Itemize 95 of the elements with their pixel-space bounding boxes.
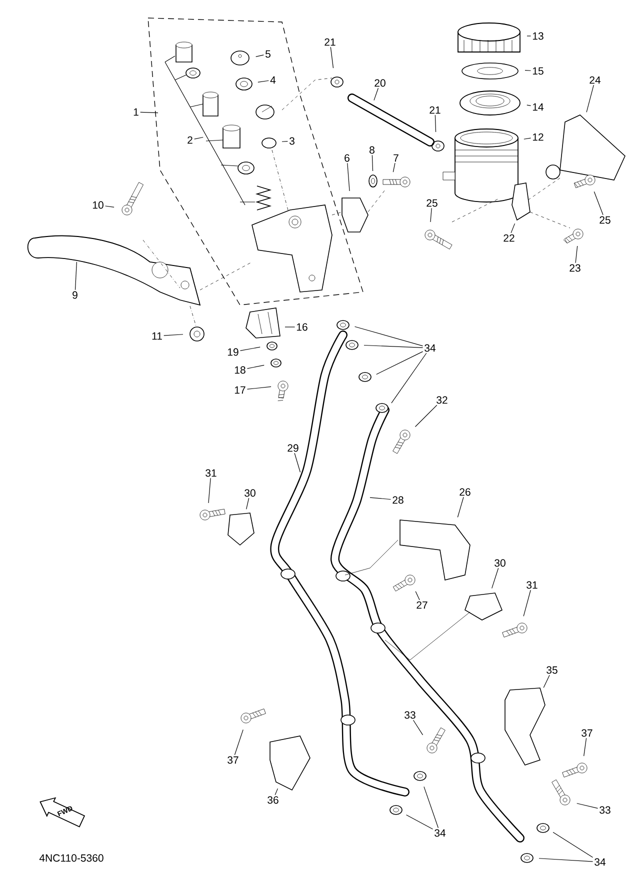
callout-number: 15 <box>532 67 544 75</box>
callout-number: 35 <box>546 666 558 674</box>
leader-line <box>282 140 288 142</box>
leader-line <box>256 54 264 57</box>
leader-line <box>376 351 424 375</box>
callout-number: 10 <box>92 201 104 209</box>
callout-number: 20 <box>374 79 386 87</box>
leader-line <box>586 84 594 112</box>
callout-number: 9 <box>72 291 78 299</box>
callout-number: 33 <box>404 711 416 719</box>
leader-line <box>412 720 424 736</box>
leader-line <box>294 452 301 473</box>
leader-line <box>104 206 114 208</box>
leader-line <box>240 346 260 351</box>
callout-number: 26 <box>460 488 470 496</box>
leader-line <box>370 497 392 500</box>
callout-number: 37 <box>582 729 592 737</box>
leader-line <box>374 88 379 101</box>
callout-number: 31 <box>206 469 216 477</box>
leader-line <box>330 46 334 68</box>
callout-number: 1 <box>134 108 138 116</box>
leader-line <box>194 136 204 140</box>
leader-line <box>510 223 516 234</box>
leader-line <box>246 364 264 369</box>
leader-line <box>392 162 396 172</box>
callout-number: 34 <box>424 344 436 352</box>
callout-number: 30 <box>244 489 256 497</box>
leader-line <box>354 326 424 346</box>
callout-number: 34 <box>434 829 446 837</box>
callout-number: 34 <box>594 858 606 866</box>
callout-number: 4 <box>270 76 276 84</box>
leader-line <box>524 138 532 140</box>
leader-line <box>526 104 532 106</box>
callout-number: 37 <box>228 756 238 764</box>
callout-number: 13 <box>532 32 544 40</box>
leader-line <box>524 70 532 71</box>
callout-number: 31 <box>526 581 538 589</box>
leader-line <box>347 162 350 192</box>
callout-number: 18 <box>234 366 246 374</box>
leader-line <box>538 858 594 862</box>
leader-line <box>584 738 587 756</box>
callout-number: 25 <box>600 216 610 224</box>
callout-number: 17 <box>234 386 246 394</box>
leader-line <box>457 496 464 518</box>
leader-line <box>164 334 184 336</box>
leader-line <box>208 478 211 504</box>
leader-line <box>543 674 550 688</box>
callout-number: 32 <box>436 396 448 404</box>
callout-number: 2 <box>188 136 192 144</box>
leader-line <box>576 803 598 809</box>
callout-number: 36 <box>268 796 278 804</box>
leader-line <box>274 788 278 796</box>
callout-number: 5 <box>266 50 270 58</box>
callout-number: 33 <box>600 806 610 814</box>
callout-number: 12 <box>532 133 544 141</box>
leader-line <box>552 832 594 858</box>
callout-number: 22 <box>504 234 514 242</box>
callout-number: 3 <box>289 137 294 145</box>
callout-number: 25 <box>426 199 438 207</box>
leader-line <box>430 208 432 222</box>
leader-line <box>372 154 374 172</box>
leader-line <box>424 786 439 828</box>
callout-number: 29 <box>288 444 298 452</box>
leader-line <box>284 326 296 328</box>
leader-line <box>246 498 250 510</box>
leader-line <box>74 262 77 290</box>
callout-number: 21 <box>324 38 336 46</box>
callout-number: 6 <box>344 154 350 162</box>
callout-number: 28 <box>392 496 404 504</box>
leader-line <box>523 590 531 617</box>
leader-line <box>434 114 436 132</box>
leader-line <box>140 112 158 114</box>
leader-line <box>391 352 427 404</box>
callout-number: 16 <box>296 323 308 331</box>
leader-line <box>414 404 438 428</box>
leader-line <box>575 246 578 264</box>
callout-number: 27 <box>416 601 428 609</box>
callout-number: 21 <box>430 106 440 114</box>
leader-line <box>594 191 604 216</box>
callout-number: 24 <box>590 76 601 84</box>
callout-number: 11 <box>152 332 162 340</box>
leader-line <box>492 568 499 589</box>
leader-line <box>415 591 420 600</box>
callout-number: 14 <box>532 103 544 111</box>
callout-number: 7 <box>394 154 398 162</box>
leader-line <box>246 386 272 390</box>
callout-number: 30 <box>494 559 506 567</box>
callout-number: 23 <box>570 264 580 272</box>
callout-number: 8 <box>370 146 374 154</box>
leader-line <box>406 814 434 830</box>
leader-line <box>364 344 424 348</box>
leader-line <box>258 80 269 82</box>
callout-number: 19 <box>228 348 238 356</box>
leader-line <box>234 729 244 756</box>
part-number: 4NC110-5360 <box>39 854 104 862</box>
